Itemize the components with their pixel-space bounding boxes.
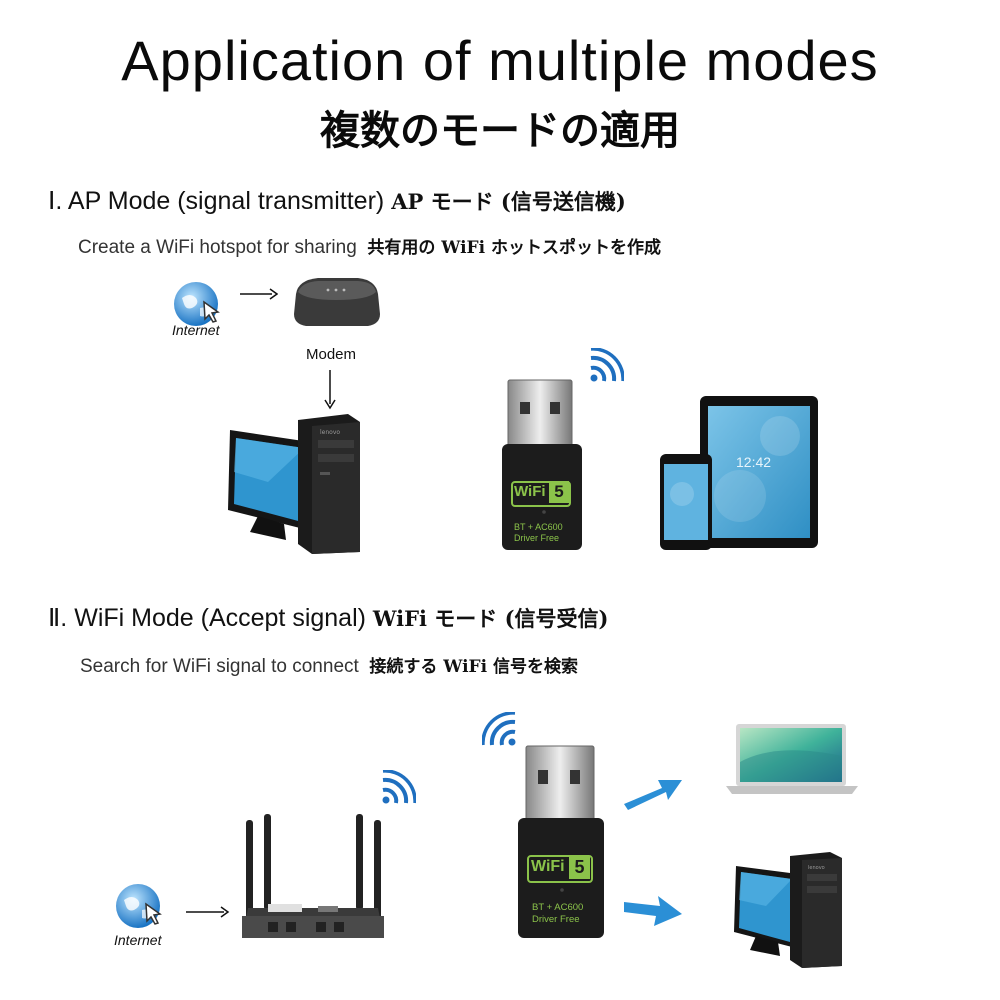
section2-sub-en: Search for WiFi signal to connect	[80, 656, 359, 677]
adapter-badge-text: WiFi	[514, 483, 546, 500]
wifi-signal-icon	[482, 712, 520, 750]
section1-heading-en: AP Mode (signal transmitter)	[67, 187, 385, 215]
internet-label: Internet	[114, 932, 162, 948]
section2-subheading: Search for WiFi signal to connect 接続する W…	[80, 652, 578, 678]
laptop-image	[726, 722, 858, 796]
tablet-image: 12:42	[700, 396, 818, 548]
arrow-up-right-icon	[622, 772, 684, 814]
wifi-signal-icon	[378, 770, 416, 808]
adapter-badge-text: WiFi	[531, 858, 565, 875]
section1-sub-en: Create a WiFi hotspot for sharing	[78, 237, 357, 258]
arrow-right-icon	[624, 894, 684, 930]
adapter-badge-number: 5	[549, 481, 569, 503]
section2-heading-jp: WiFi モード (信号受信)	[372, 606, 609, 631]
desktop-computer-image: lenovo	[734, 850, 854, 970]
globe-icon	[170, 278, 222, 330]
arrow-right-icon	[240, 286, 278, 302]
usb-wifi-adapter-image: WiFi 5 BT + AC600 Driver Free	[514, 744, 608, 940]
tablet-clock: 12:42	[736, 454, 772, 470]
page-title: Application of multiple modes	[121, 29, 879, 92]
page-title-japanese: 複数のモードの適用	[320, 107, 680, 154]
section1-sub-jp: 共有用の WiFi ホットスポットを作成	[367, 238, 661, 258]
svg-text:lenovo: lenovo	[320, 429, 340, 436]
svg-text:lenovo: lenovo	[808, 865, 825, 871]
adapter-badge-number: 5	[569, 856, 590, 879]
section1-numeral: Ⅰ.	[48, 187, 63, 215]
section2-heading-en: WiFi Mode (Accept signal)	[74, 604, 366, 632]
arrow-down-icon	[322, 370, 338, 410]
usb-wifi-adapter-image: WiFi 5 BT + AC600 Driver Free	[498, 378, 588, 552]
section2-sub-jp: 接続する WiFi 信号を検索	[369, 657, 578, 677]
adapter-spec-line1: BT + AC600	[514, 522, 563, 532]
section1-subheading: Create a WiFi hotspot for sharing 共有用の W…	[78, 233, 661, 259]
section1-heading-jp: AP モード (信号送信機)	[391, 189, 626, 214]
wifi-router-image	[238, 812, 388, 952]
wifi-signal-icon	[586, 348, 624, 386]
adapter-spec-line2: Driver Free	[514, 533, 560, 543]
modem-image	[288, 272, 384, 336]
globe-icon	[112, 880, 164, 932]
internet-label: Internet	[172, 322, 220, 338]
section1-heading: Ⅰ. AP Mode (signal transmitter) AP モード (…	[48, 186, 626, 216]
section2-heading: Ⅱ. WiFi Mode (Accept signal) WiFi モード (信…	[48, 603, 609, 633]
modem-label: Modem	[306, 346, 357, 363]
adapter-spec-line2: Driver Free	[532, 914, 580, 925]
section2-numeral: Ⅱ.	[48, 604, 68, 632]
desktop-computer-image: lenovo	[228, 412, 378, 557]
adapter-spec-line1: BT + AC600	[532, 902, 584, 913]
arrow-right-icon	[186, 904, 230, 920]
smartphone-image	[660, 454, 712, 550]
